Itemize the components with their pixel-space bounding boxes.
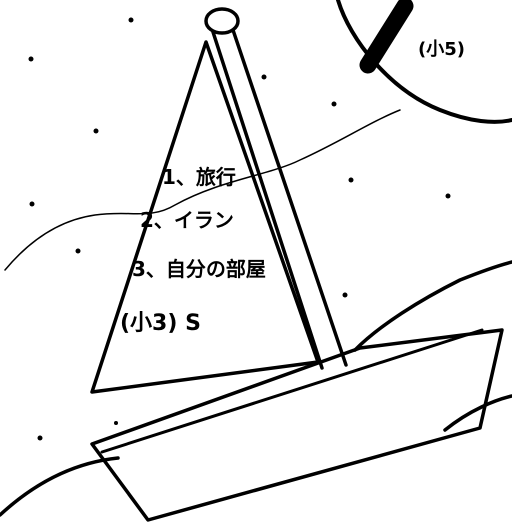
star-dot (37, 435, 43, 441)
star-dot (75, 248, 81, 254)
mast-top-cap (204, 7, 240, 35)
star-dot (93, 128, 99, 134)
star-dot (28, 56, 34, 62)
sea-swell-curve (353, 260, 512, 352)
upper-right-curve (336, 0, 512, 124)
hull-deck-line (100, 328, 484, 454)
star-dot (114, 421, 118, 425)
sail-line-3: 3、自分の部屋 (132, 257, 266, 281)
boat-hull (90, 328, 504, 522)
sail-author-label: (小3) S (120, 311, 201, 336)
star-dots (28, 17, 451, 441)
star-dot (29, 201, 35, 207)
star-dot (331, 101, 337, 107)
corner-author-label: (小5) (418, 39, 465, 60)
star-dot (348, 177, 354, 183)
star-dot (261, 74, 267, 80)
mast-left-edge (211, 30, 324, 370)
sail-line-1: 1、旅行 (162, 165, 236, 189)
lower-right-wave (443, 394, 512, 432)
star-dot (342, 292, 348, 298)
mast-right-edge (231, 28, 348, 367)
star-dot (445, 193, 451, 199)
sail (90, 40, 320, 394)
star-dot (128, 17, 134, 23)
thick-black-stroke (359, 0, 414, 74)
sail-line-2: 2、イラン (140, 208, 234, 232)
horizon-line (4, 109, 401, 271)
